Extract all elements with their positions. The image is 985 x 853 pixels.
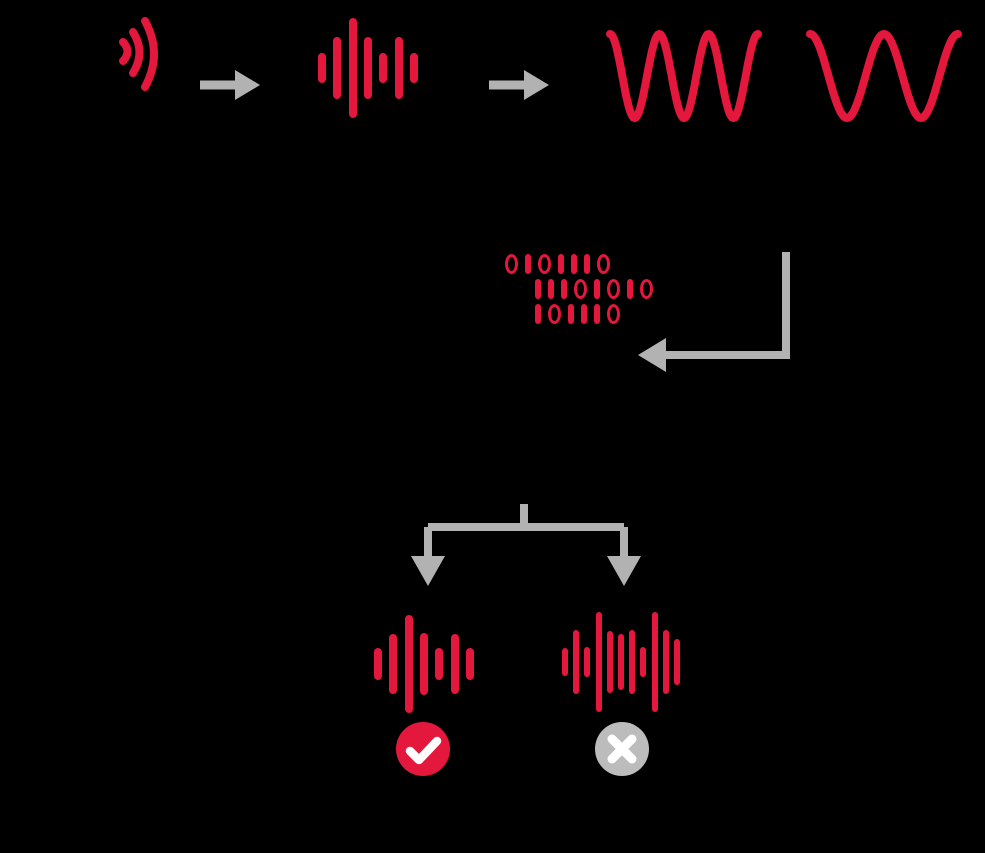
waveform-bar bbox=[673, 639, 680, 685]
waveform-bar bbox=[465, 648, 474, 680]
binary-one-glyph bbox=[594, 304, 600, 324]
waveform-bar bbox=[662, 630, 669, 694]
check-icon bbox=[405, 736, 442, 765]
waveform-bar bbox=[595, 612, 602, 712]
waveform-bar bbox=[348, 18, 357, 118]
waveform-bar bbox=[450, 634, 459, 694]
waveform-bar bbox=[606, 631, 613, 693]
waveform-bar bbox=[562, 648, 568, 676]
binary-zero-glyph bbox=[548, 304, 561, 324]
sine-path bbox=[806, 29, 962, 123]
waveform-icon-top bbox=[318, 16, 418, 120]
arrow-elbow-down-left-icon bbox=[638, 252, 790, 372]
arrow-head-left bbox=[411, 556, 445, 586]
binary-one-glyph bbox=[568, 304, 574, 324]
binary-one-glyph bbox=[594, 279, 600, 299]
sound-wave-arc-medium bbox=[129, 28, 144, 77]
binary-zero-glyph bbox=[640, 279, 653, 299]
arrow-head bbox=[638, 338, 666, 372]
waveform-icon-noisy bbox=[562, 602, 680, 722]
waveform-bar bbox=[374, 648, 382, 680]
sine-path bbox=[606, 29, 762, 123]
arrow-head bbox=[235, 70, 260, 100]
waveform-bar bbox=[379, 53, 388, 83]
binary-one-glyph bbox=[627, 279, 633, 299]
waveform-bar bbox=[617, 634, 624, 690]
sound-waves-icon bbox=[119, 17, 158, 91]
branch-lines bbox=[424, 504, 628, 558]
binary-zero-glyph bbox=[538, 254, 551, 274]
cross-badge bbox=[595, 722, 649, 776]
binary-row bbox=[535, 279, 653, 299]
binary-row bbox=[535, 304, 653, 324]
waveform-bar bbox=[404, 615, 413, 713]
cross-icon bbox=[607, 734, 637, 764]
waveform-bar bbox=[419, 633, 428, 695]
branch-split-icon bbox=[411, 504, 641, 586]
binary-one-glyph bbox=[584, 254, 590, 274]
arrow-right-icon bbox=[489, 70, 549, 100]
waveform-bar bbox=[333, 37, 342, 99]
binary-one-glyph bbox=[561, 279, 567, 299]
waveform-bar bbox=[394, 37, 403, 99]
binary-one-glyph bbox=[558, 254, 564, 274]
binary-zero-glyph bbox=[505, 254, 518, 274]
waveform-bar bbox=[363, 37, 372, 99]
binary-zero-glyph bbox=[574, 279, 587, 299]
sine-wave-low-freq-icon bbox=[806, 29, 962, 123]
binary-row bbox=[505, 254, 653, 274]
binary-one-glyph bbox=[535, 279, 541, 299]
sound-wave-arc-large bbox=[141, 17, 158, 91]
binary-one-glyph bbox=[548, 279, 554, 299]
waveform-bar bbox=[389, 634, 398, 694]
waveform-bar bbox=[435, 648, 444, 680]
binary-one-glyph bbox=[581, 304, 587, 324]
waveform-bar bbox=[318, 53, 326, 83]
arrow-head-right bbox=[607, 556, 641, 586]
waveform-bar bbox=[584, 647, 591, 677]
check-badge bbox=[396, 722, 450, 776]
binary-one-glyph bbox=[571, 254, 577, 274]
sine-wave-high-freq-icon bbox=[606, 29, 762, 123]
binary-zero-glyph bbox=[607, 279, 620, 299]
waveform-bar bbox=[640, 647, 647, 677]
binary-zero-glyph bbox=[597, 254, 610, 274]
binary-digits bbox=[505, 254, 653, 324]
binary-one-glyph bbox=[525, 254, 531, 274]
waveform-bar bbox=[629, 630, 636, 694]
sound-wave-arc-small bbox=[119, 38, 132, 65]
arrow-right-icon bbox=[200, 70, 260, 100]
waveform-bar bbox=[651, 612, 658, 712]
waveform-bar bbox=[573, 630, 580, 694]
binary-one-glyph bbox=[535, 304, 541, 324]
waveform-bar bbox=[409, 53, 418, 83]
waveform-icon-clean bbox=[374, 612, 474, 716]
arrow-head bbox=[524, 70, 549, 100]
binary-zero-glyph bbox=[607, 304, 620, 324]
arrow-shaft bbox=[666, 252, 790, 359]
